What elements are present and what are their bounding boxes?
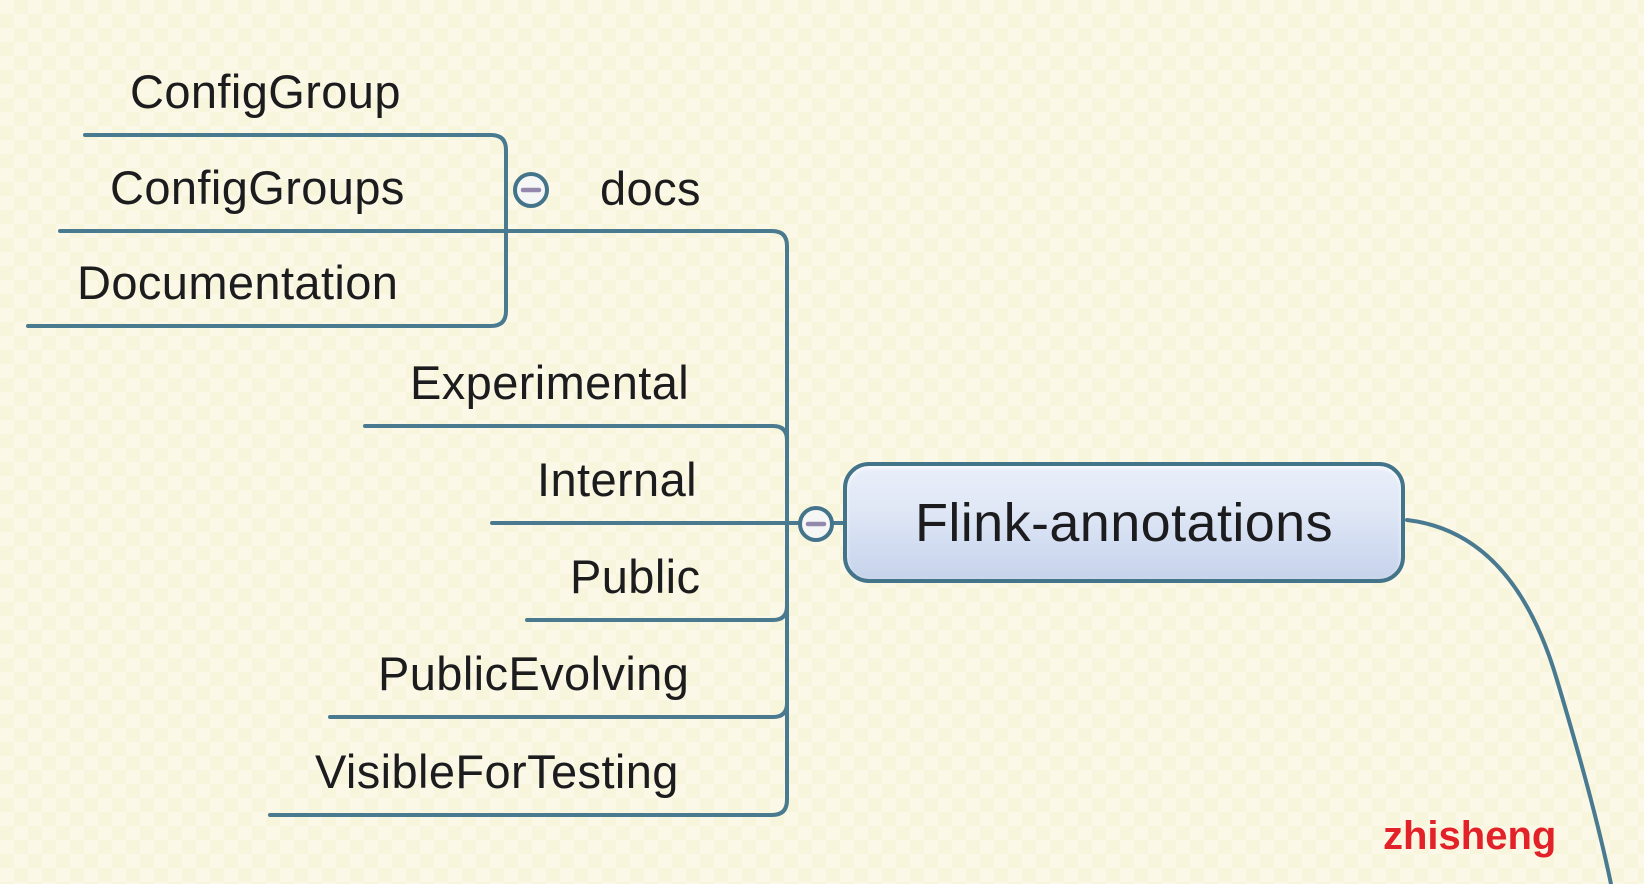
docs-collapse-button[interactable] — [513, 172, 549, 208]
connector-public — [525, 604, 789, 622]
topic-experimental[interactable]: Experimental — [410, 356, 690, 409]
watermark-text: zhisheng — [1383, 814, 1557, 858]
root-collapse-button[interactable] — [798, 506, 834, 542]
connector-public-evolving — [328, 701, 789, 719]
connector-root-right-branch — [1405, 518, 1613, 884]
topic-documentation[interactable]: Documentation — [77, 256, 399, 309]
connector-experimental — [363, 424, 789, 442]
topic-internal[interactable]: Internal — [537, 453, 697, 506]
topic-visiblefortesting[interactable]: VisibleForTesting — [315, 745, 679, 798]
topic-public[interactable]: Public — [570, 550, 701, 603]
topic-configgroup[interactable]: ConfigGroup — [130, 65, 401, 118]
topic-docs[interactable]: docs — [600, 162, 701, 215]
root-topic[interactable]: Flink-annotations — [843, 462, 1405, 583]
root-topic-label: Flink-annotations — [914, 492, 1334, 553]
topic-configgroups[interactable]: ConfigGroups — [110, 161, 405, 214]
topic-publicevolving[interactable]: PublicEvolving — [378, 647, 690, 700]
